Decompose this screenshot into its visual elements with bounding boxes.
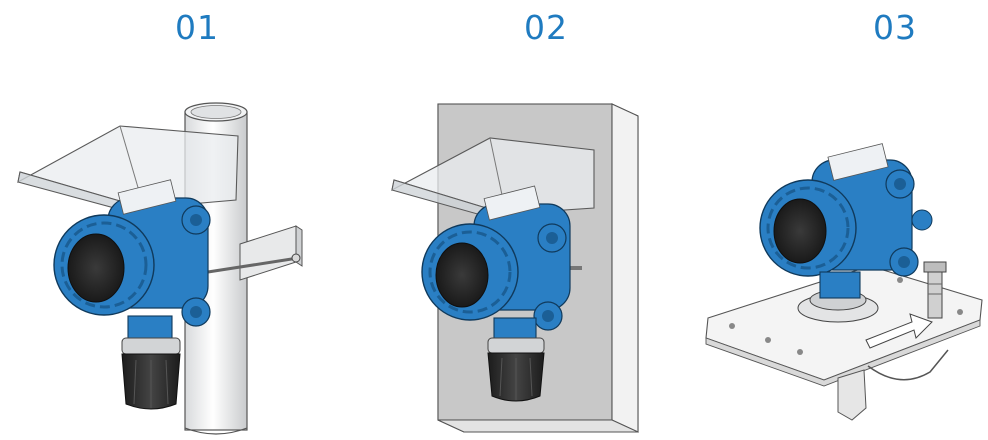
- step-label-02: 02: [524, 8, 568, 47]
- step-label-01: 01: [175, 8, 219, 47]
- wall-mount-with-sun-shield-icon: [391, 103, 639, 433]
- detector-housing-03: [759, 143, 933, 299]
- duct-mount-plate-icon: [705, 143, 983, 421]
- detector-housing-01: [53, 179, 211, 410]
- pipe-mount-with-sun-shield-icon: [17, 102, 303, 435]
- detector-housing-02: [421, 185, 582, 402]
- step-label-03: 03: [873, 8, 917, 47]
